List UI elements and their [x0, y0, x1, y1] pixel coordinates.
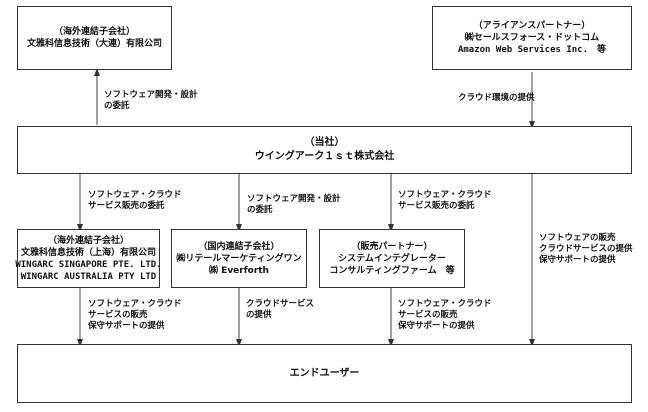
label-cloud-environment: クラウド環境の提供 [458, 93, 535, 103]
label-sales-commission-partner: ソフトウェア・クラウド サービス販売の委託 [398, 190, 492, 211]
alliance-box-salesforce: ㈱セールスフォース・ドットコム [464, 33, 600, 43]
partner-box-category: （販売パートナー） [351, 241, 433, 252]
partner-box-si: システムインテグレーター [338, 253, 446, 264]
domestic-box-retail: ㈱リテールマーケティングワン [176, 253, 302, 264]
label-cloud-service-domestic: クラウドサービス の提供 [246, 299, 315, 320]
label-sales-commission-overseas: ソフトウェア・クラウド サービス販売の委託 [88, 190, 182, 211]
domestic-box-category: （国内連結子会社） [198, 241, 280, 252]
sales-partner-box: （販売パートナー） システムインテグレーター コンサルティングファーム 等 [319, 229, 465, 288]
dalian-box-category: （海外連結子会社） [53, 27, 135, 37]
center-box-category: （当社） [304, 137, 345, 148]
overseas-box-singapore: WINGARC SINGAPORE PTE. LTD. [15, 259, 162, 270]
wingarc-company-box: （当社） ウイングアーク１ｓｔ株式会社 [17, 126, 632, 174]
label-dev-commission-top: ソフトウェア開発・設計 の委託 [104, 90, 198, 111]
overseas-box-shanghai: 文雅科信息技術（上海）有限公司 [20, 247, 156, 258]
domestic-subsidiary-box: （国内連結子会社） ㈱リテールマーケティングワン ㈱ Everforth [171, 229, 307, 288]
end-user-label: エンドユーザー [289, 367, 360, 379]
label-dev-commission-domestic: ソフトウェア開発・設計 の委託 [247, 194, 341, 215]
alliance-box-category: （アライアンスパートナー） [473, 21, 591, 31]
dalian-subsidiary-box: （海外連結子会社） 文雅科信息技術（大連）有限公司 [17, 6, 172, 70]
center-box-company: ウイングアーク１ｓｔ株式会社 [254, 151, 395, 162]
overseas-box-australia: WINGARC AUSTRALIA PTY LTD [20, 271, 157, 282]
overseas-box-category: （海外連結子会社） [47, 235, 129, 246]
dalian-box-company: 文雅科信息技術（大連）有限公司 [26, 39, 162, 49]
label-direct-to-enduser: ソフトウェアの販売 クラウドサービスの提供 保守サポートの提供 [539, 233, 633, 265]
domestic-box-everforth: ㈱ Everforth [209, 265, 269, 276]
alliance-partner-box: （アライアンスパートナー） ㈱セールスフォース・ドットコム Amazon Web… [432, 6, 632, 70]
label-sales-support-overseas: ソフトウェア・クラウド サービスの販売 保守サポートの提供 [88, 299, 182, 331]
end-user-box: エンドユーザー [17, 344, 632, 403]
overseas-subsidiary-box: （海外連結子会社） 文雅科信息技術（上海）有限公司 WINGARC SINGAP… [15, 229, 162, 288]
label-sales-support-partner: ソフトウェア・クラウド サービスの販売 保守サポートの提供 [398, 299, 492, 331]
alliance-box-aws: Amazon Web Services Inc. 等 [457, 45, 607, 55]
partner-box-consulting: コンサルティングファーム 等 [329, 265, 455, 276]
